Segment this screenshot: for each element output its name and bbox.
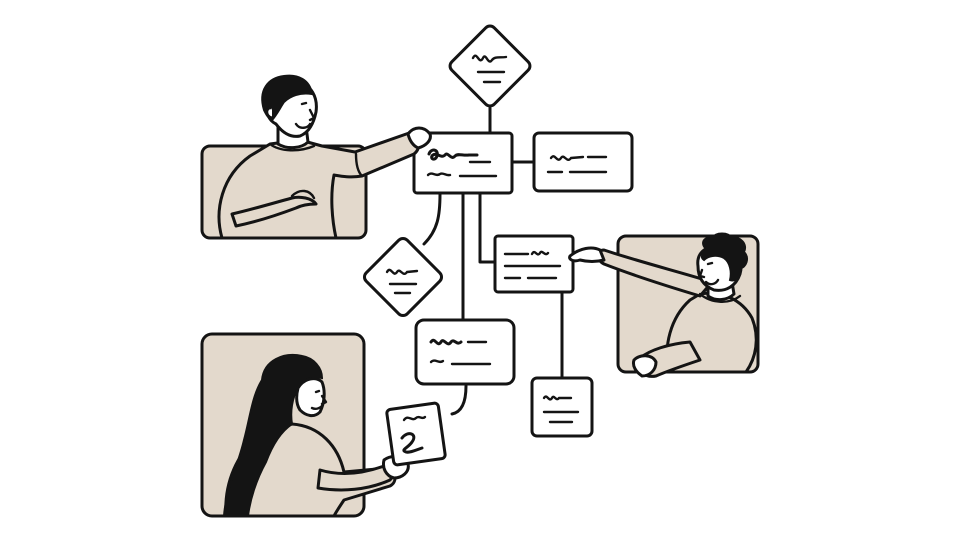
person-woman-bottom-left — [200, 332, 410, 518]
process-lower — [414, 318, 516, 386]
connector-main-to-decision-left — [422, 192, 442, 246]
head — [295, 377, 326, 418]
hand — [568, 246, 606, 263]
hair — [700, 232, 748, 282]
hand — [406, 126, 432, 150]
person-man-top-left — [200, 74, 432, 240]
connector-main-to-middle-right — [478, 192, 497, 264]
smile — [310, 404, 324, 411]
smile — [704, 278, 720, 286]
process-middle-right — [493, 234, 575, 294]
scribble-mark — [471, 54, 508, 63]
smile — [294, 122, 312, 129]
note-card — [385, 401, 447, 467]
hair — [222, 354, 324, 517]
hair — [261, 74, 314, 122]
connector-lower-to-note — [450, 384, 468, 416]
process-right — [532, 131, 634, 193]
process-bottom-right — [530, 376, 594, 438]
process-main — [412, 131, 514, 195]
decision-left — [362, 236, 444, 318]
decision-top — [448, 24, 532, 108]
connectors — [422, 106, 564, 416]
person-woman-right — [568, 232, 760, 378]
